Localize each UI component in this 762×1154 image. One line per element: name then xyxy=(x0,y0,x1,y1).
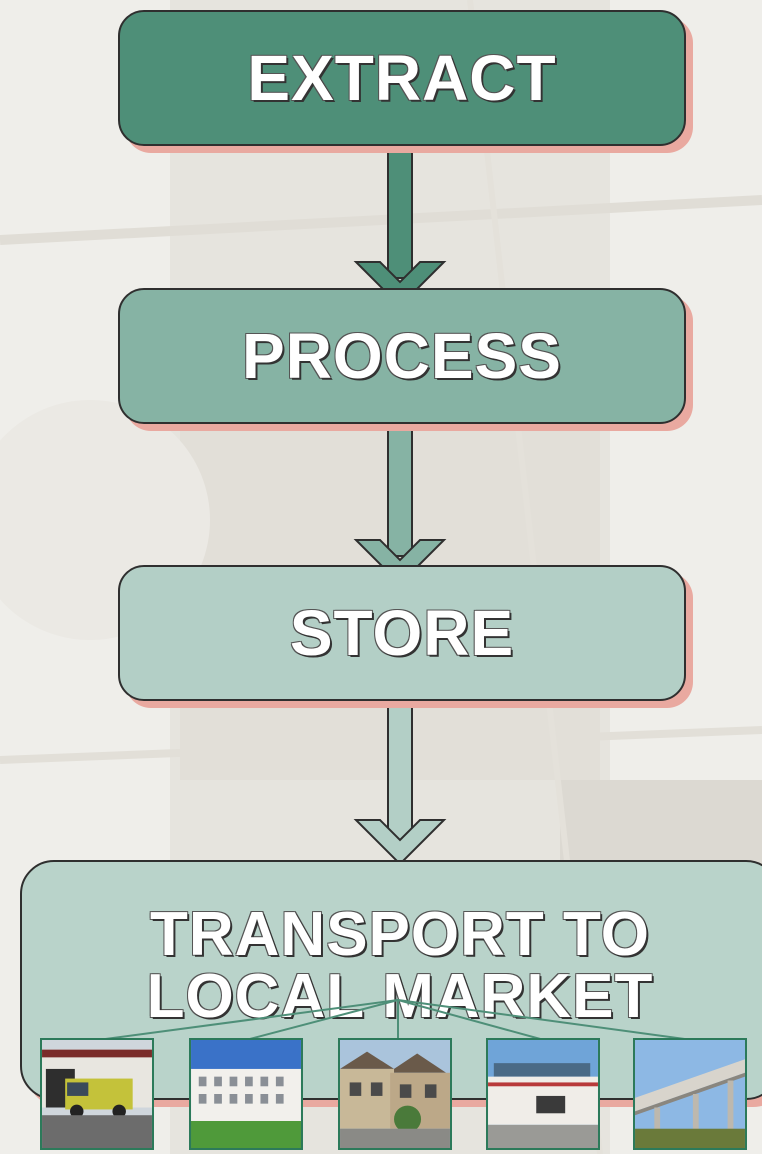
photo-modern-building xyxy=(486,1038,600,1150)
step-store-label: STORE xyxy=(290,596,514,670)
step-extract: EXTRACT xyxy=(118,10,686,146)
photo-fire-station xyxy=(40,1038,154,1150)
step-extract-label: EXTRACT xyxy=(247,41,556,115)
step-store: STORE xyxy=(118,565,686,701)
step-transport-label: TRANSPORT TO LOCAL MARKET xyxy=(70,904,730,1028)
white-building-icon xyxy=(191,1040,301,1148)
photo-highway-overpass xyxy=(633,1038,747,1150)
photo-townhouses xyxy=(338,1038,452,1150)
townhouses-icon xyxy=(340,1040,450,1148)
highway-overpass-icon xyxy=(635,1040,745,1148)
transport-line-1: TRANSPORT TO xyxy=(70,904,730,966)
step-process: PROCESS xyxy=(118,288,686,424)
fire-station-icon xyxy=(42,1040,152,1148)
modern-building-icon xyxy=(488,1040,598,1148)
transport-line-2: LOCAL MARKET xyxy=(70,966,730,1028)
photo-white-building xyxy=(189,1038,303,1150)
step-process-label: PROCESS xyxy=(242,319,562,393)
